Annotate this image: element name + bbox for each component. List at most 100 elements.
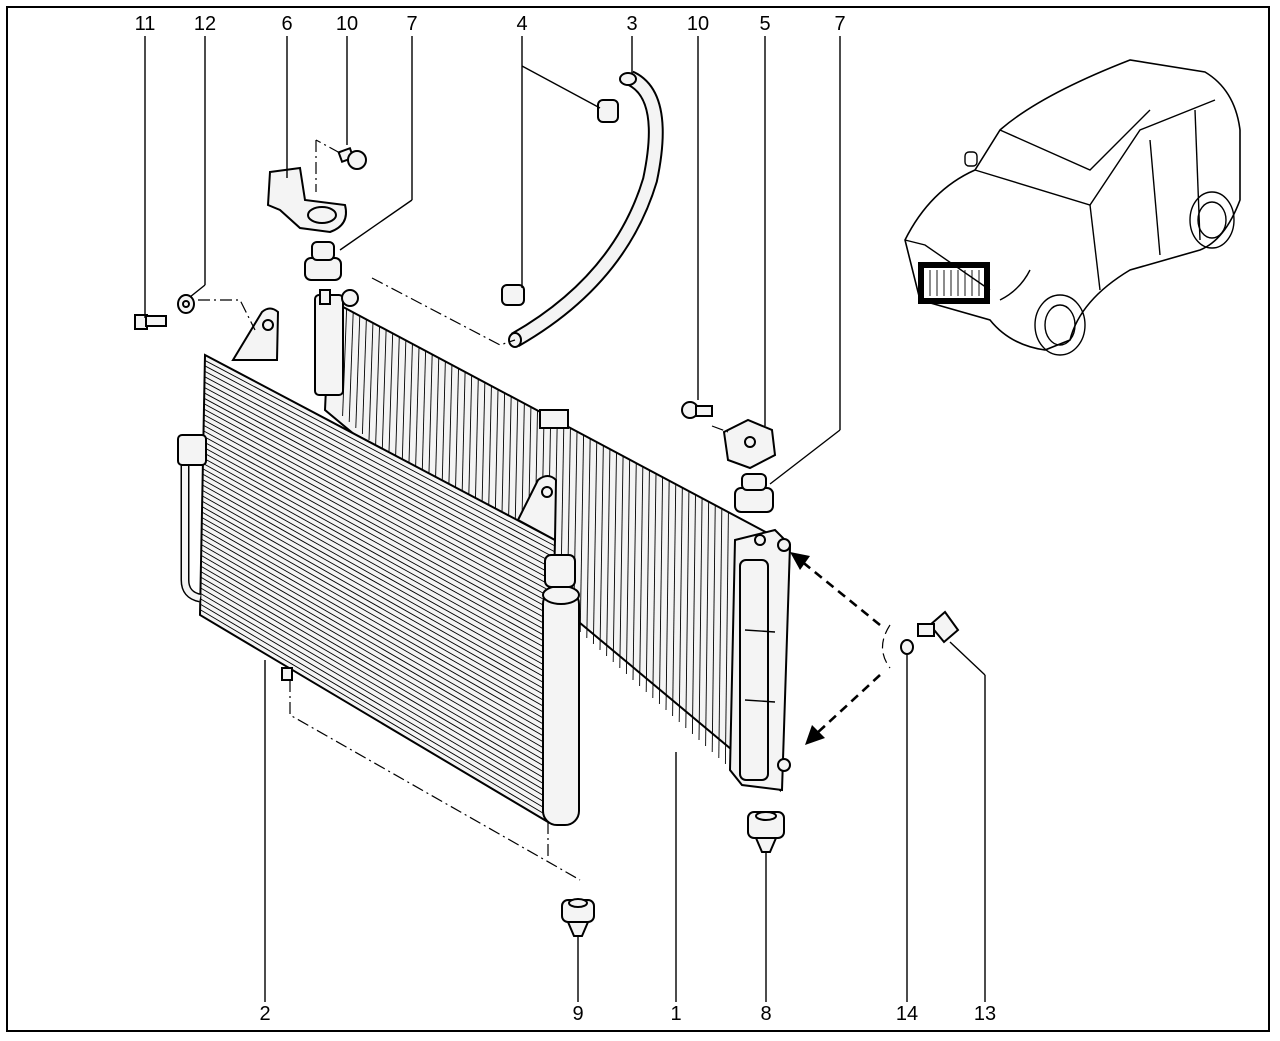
- fin-line: [408, 344, 413, 477]
- mount-7-right: [734, 473, 774, 513]
- fin-line: [203, 408, 554, 600]
- callout-13: 13: [973, 1003, 997, 1025]
- fin-line: [200, 555, 550, 758]
- fin-line: [202, 468, 553, 664]
- fin-line: [348, 312, 354, 423]
- fin-line: [204, 370, 555, 559]
- fin-line: [625, 459, 631, 675]
- callout-3: 3: [626, 13, 638, 35]
- fin-line: [645, 469, 650, 693]
- washer-12: [177, 294, 195, 314]
- callout-8: 8: [760, 1003, 772, 1025]
- fin-line: [200, 571, 550, 776]
- fin-line: [200, 598, 549, 805]
- fin-line: [204, 387, 555, 576]
- fin-line: [639, 466, 644, 687]
- radiator: [314, 289, 792, 793]
- fin-line: [203, 419, 554, 611]
- fin-line: [619, 455, 624, 669]
- fin-line: [665, 480, 670, 711]
- callout-7-right: 7: [834, 13, 846, 35]
- fin-line: [201, 538, 551, 741]
- fin-line: [579, 434, 585, 633]
- fin-line: [203, 403, 554, 594]
- callout-11: 11: [134, 13, 156, 35]
- bolt-10-top: [337, 146, 367, 170]
- fin-line: [203, 414, 554, 606]
- hose-clamps: [501, 99, 619, 306]
- callout-9: 9: [572, 1003, 584, 1025]
- assembly-lines: [198, 139, 891, 881]
- fin-line: [711, 504, 716, 753]
- fin-line: [202, 490, 552, 688]
- fin-line: [200, 576, 550, 782]
- fin-line: [204, 360, 556, 547]
- fin-line: [672, 483, 677, 717]
- fin-line: [414, 347, 420, 483]
- fin-line: [203, 430, 554, 623]
- fin-line: [388, 333, 394, 459]
- callout-5: 5: [759, 13, 771, 35]
- fin-line: [202, 484, 552, 682]
- leader-lines: [144, 36, 986, 1002]
- fin-line: [658, 476, 664, 705]
- fin-line: [203, 435, 554, 629]
- fin-line: [201, 517, 551, 717]
- fin-line: [201, 527, 551, 729]
- fin-line: [705, 501, 710, 747]
- fin-line: [202, 495, 552, 694]
- fin-line: [361, 319, 367, 435]
- callout-6: 6: [281, 13, 293, 35]
- fin-line: [632, 462, 637, 681]
- callout-10-left: 10: [335, 13, 359, 35]
- fin-line: [698, 497, 703, 741]
- mount-9: [561, 898, 595, 937]
- fin-line: [718, 508, 723, 759]
- fin-line: [427, 354, 433, 495]
- fin-line: [203, 441, 553, 635]
- fin-line: [203, 446, 553, 641]
- fin-line: [201, 500, 552, 700]
- fin-line: [201, 533, 551, 735]
- fin-line: [200, 560, 550, 764]
- bolt-10-right: [681, 401, 713, 419]
- fin-line: [201, 522, 551, 723]
- fin-line: [202, 462, 553, 658]
- callout-2: 2: [259, 1003, 271, 1025]
- fin-line: [201, 544, 551, 747]
- fin-line: [375, 326, 380, 447]
- fin-line: [203, 425, 554, 617]
- fin-line: [202, 479, 552, 676]
- fin-line: [202, 452, 553, 647]
- fin-line: [199, 603, 549, 811]
- fin-line: [652, 473, 657, 699]
- insertion-arrows: [790, 552, 881, 745]
- fin-line: [724, 511, 729, 765]
- fin-line: [592, 441, 598, 645]
- fin-line: [202, 457, 553, 653]
- fin-line: [342, 309, 348, 417]
- fin-line: [200, 592, 549, 799]
- side-bracket: [722, 418, 777, 470]
- callout-10-right: 10: [686, 13, 710, 35]
- fin-line: [203, 397, 555, 588]
- vehicle-thumbnail: [904, 59, 1241, 356]
- upper-bracket: [266, 166, 347, 234]
- callout-12: 12: [193, 13, 217, 35]
- fin-line: [394, 337, 400, 465]
- callout-14: 14: [895, 1003, 919, 1025]
- o-ring: [900, 639, 914, 655]
- fin-line: [204, 376, 555, 564]
- mount-7-left: [304, 241, 342, 281]
- fin-line: [368, 323, 374, 441]
- fin-line: [691, 494, 696, 735]
- callout-1: 1: [670, 1003, 682, 1025]
- fin-line: [204, 381, 555, 570]
- fin-line: [599, 445, 604, 651]
- fin-line: [685, 490, 690, 729]
- mount-8: [747, 811, 785, 853]
- fin-line: [421, 351, 427, 489]
- fin-line: [586, 438, 591, 639]
- fin-line: [355, 316, 361, 429]
